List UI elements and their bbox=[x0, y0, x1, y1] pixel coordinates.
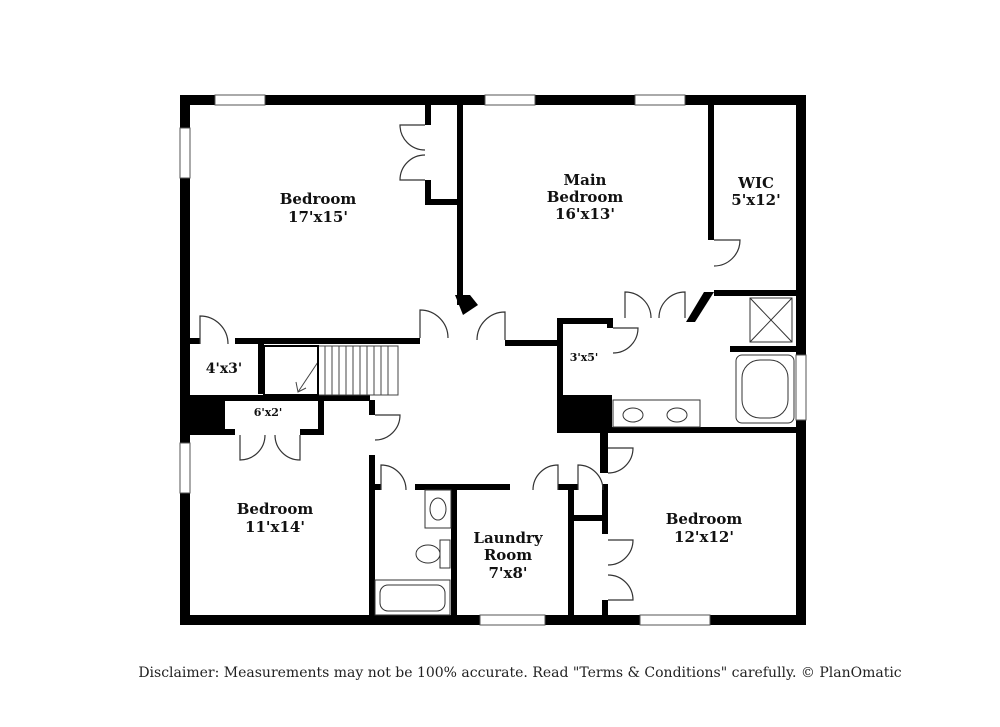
windows bbox=[179, 94, 807, 626]
label-main-bedroom-size: 16'x13' bbox=[555, 205, 615, 223]
label-closet-6x2: 6'x2' bbox=[254, 406, 283, 419]
staircase bbox=[263, 345, 399, 396]
label-bedroom-se-size: 12'x12' bbox=[674, 528, 734, 546]
room-labels: Bedroom 17'x15' Main Bedroom 16'x13' WIC… bbox=[206, 171, 781, 582]
label-laundry-size: 7'x8' bbox=[488, 564, 527, 582]
label-bedroom-sw-name: Bedroom bbox=[237, 500, 314, 518]
disclaimer-text: Disclaimer: Measurements may not be 100%… bbox=[138, 665, 902, 681]
label-wic-size: 5'x12' bbox=[731, 191, 780, 209]
label-laundry-line2: Room bbox=[484, 546, 532, 564]
interior-walls bbox=[190, 105, 796, 615]
label-closet-3x5: 3'x5' bbox=[570, 351, 599, 364]
label-bedroom-sw-size: 11'x14' bbox=[245, 518, 305, 536]
fixtures bbox=[374, 297, 795, 616]
label-bedroom-nw-size: 17'x15' bbox=[288, 208, 348, 226]
label-bedroom-nw-name: Bedroom bbox=[280, 190, 357, 208]
doors bbox=[199, 124, 741, 601]
label-laundry-line1: Laundry bbox=[473, 529, 543, 547]
label-main-bedroom-line2: Bedroom bbox=[547, 188, 624, 206]
label-closet-4x3: 4'x3' bbox=[206, 361, 242, 377]
label-bedroom-se-name: Bedroom bbox=[666, 510, 743, 528]
floor-plan: Bedroom 17'x15' Main Bedroom 16'x13' WIC… bbox=[179, 94, 807, 626]
label-wic-name: WIC bbox=[737, 174, 774, 192]
label-main-bedroom-line1: Main bbox=[564, 171, 607, 189]
